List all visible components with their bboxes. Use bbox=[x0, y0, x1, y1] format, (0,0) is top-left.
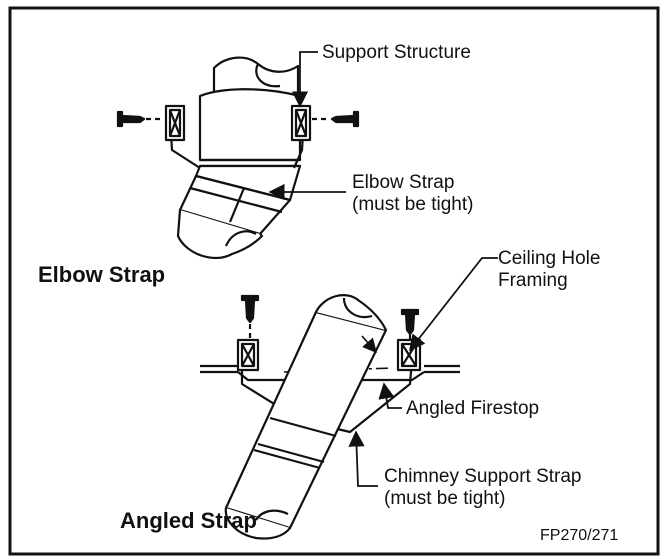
chimney-strap-leader bbox=[348, 430, 378, 487]
framing-label: Framing bbox=[498, 270, 568, 291]
ceiling-right bbox=[424, 364, 460, 374]
angled-bottom-pipe-end bbox=[224, 507, 291, 540]
ceiling-left bbox=[200, 364, 238, 374]
elbow-strap-label: Elbow Strap bbox=[352, 172, 454, 193]
angled-right-beam bbox=[396, 338, 422, 372]
figure-code: FP270/271 bbox=[540, 527, 618, 544]
ceiling-hole-leader bbox=[409, 257, 498, 352]
elbow-left-screw bbox=[116, 110, 164, 128]
pipe-direction-arrow bbox=[361, 335, 377, 354]
angled-left-screw bbox=[240, 294, 260, 340]
diagram-border bbox=[8, 6, 660, 556]
ceiling-hole-label: Ceiling Hole bbox=[498, 248, 600, 269]
elbow-right-screw bbox=[312, 110, 360, 128]
chimney-support-strap-label: Chimney Support Strap bbox=[384, 466, 582, 487]
elbow-strap-title: Elbow Strap bbox=[38, 262, 165, 287]
angled-firestop-leader bbox=[378, 382, 402, 409]
elbow-strap-tight-label: (must be tight) bbox=[352, 194, 473, 215]
elbow-left-beam bbox=[164, 104, 186, 142]
elbow-top-pipe-end bbox=[212, 56, 300, 98]
chimney-tight-label: (must be tight) bbox=[384, 488, 505, 509]
elbow-vertical-pipe bbox=[198, 88, 302, 162]
angled-right-screw bbox=[400, 308, 420, 342]
elbow-bottom-pipe-end bbox=[176, 209, 264, 259]
angled-strap-title: Angled Strap bbox=[120, 508, 257, 533]
support-structure-label: Support Structure bbox=[322, 42, 471, 63]
angled-top-pipe-end bbox=[315, 294, 387, 331]
angled-firestop-label: Angled Firestop bbox=[406, 398, 539, 419]
elbow-strap-illustration bbox=[116, 56, 360, 259]
angled-left-beam bbox=[236, 338, 260, 372]
elbow-right-beam bbox=[290, 104, 312, 142]
support-structure-leader bbox=[291, 51, 318, 108]
